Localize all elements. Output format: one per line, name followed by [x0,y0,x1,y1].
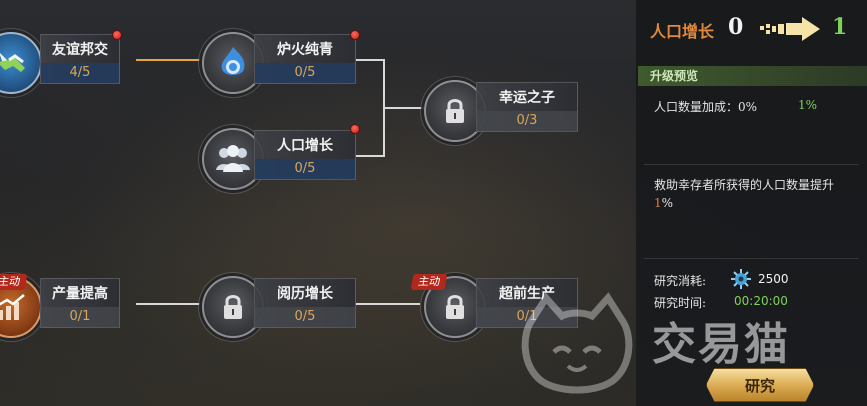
lock-icon [202,276,264,338]
tree-connectors [136,59,424,305]
flame-icon [202,32,264,94]
skill-node-luhuo[interactable]: 炉火纯青 0/5 [202,30,362,94]
skill-node-renkou[interactable]: 人口增长 0/5 [202,124,362,190]
selected-skill-name: 人口增长 [650,22,715,41]
skill-node-chaoqian[interactable]: 超前生产 0/1 主动 [410,274,584,338]
active-tag: 主动 [0,274,28,290]
notification-dot [112,30,122,40]
description-value: 1 [654,196,662,210]
skill-node-yueli[interactable]: 阅历增长 0/5 [202,276,362,338]
time-label: 研究时间: [654,296,707,310]
lock-icon [424,80,486,142]
stat-label: 人口数量加成：0% [654,100,758,114]
skill-level: 0/5 [255,63,355,83]
cost-label: 研究消耗: [654,274,707,288]
skill-title: 炉火纯青 [277,42,333,58]
skill-title: 产量提高 [52,286,108,302]
stat-new-value: 1% [798,98,818,112]
skill-description: 救助幸存者所获得的人口数量提升 1% [654,176,854,212]
cost-value: 2500 [758,272,789,286]
research-button[interactable]: 研究 [706,368,814,402]
cat-logo-icon [521,292,633,394]
notification-dot [350,30,360,40]
skill-title: 友谊邦交 [52,42,108,58]
description-suffix: % [661,196,674,210]
active-tag: 主动 [410,274,448,290]
skill-node-youyi[interactable]: 友谊邦交 4/5 [0,30,140,94]
notification-dot [350,124,360,134]
skill-level: 0/5 [255,159,355,179]
description-text: 救助幸存者所获得的人口数量提升 [654,178,835,192]
gear-resource-icon [730,268,752,294]
level-from: 0 [728,14,744,40]
skill-title: 超前生产 [499,286,555,302]
divider [644,164,859,165]
skill-level: 0/5 [255,307,355,327]
watermark-text: 交易猫 [652,319,790,370]
skill-level: 0/3 [477,111,577,131]
level-to: 1 [832,14,848,40]
skill-level: 0/1 [41,307,119,327]
skill-detail-panel: 人口增长 0 1 升级预览 人口数量加成：0% 1% 救助幸存者所获得的人口数量… [636,0,867,406]
skill-node-chanliang[interactable]: 产量提高 0/1 主动 [0,274,140,338]
skill-title: 人口增长 [277,138,333,154]
divider [644,258,859,259]
handshake-icon [0,32,42,94]
skill-title: 阅历增长 [277,286,333,302]
arrow-right-icon [758,16,822,46]
skill-title: 幸运之子 [499,90,555,106]
stat-row: 人口数量加成：0% 1% [654,98,817,115]
skill-level: 4/5 [41,63,119,83]
skill-node-xingyun[interactable]: 幸运之子 0/3 [424,80,584,142]
time-value: 00:20:00 [734,294,788,308]
upgrade-preview-header: 升级预览 [638,66,867,86]
skill-level: 0/1 [477,307,577,327]
